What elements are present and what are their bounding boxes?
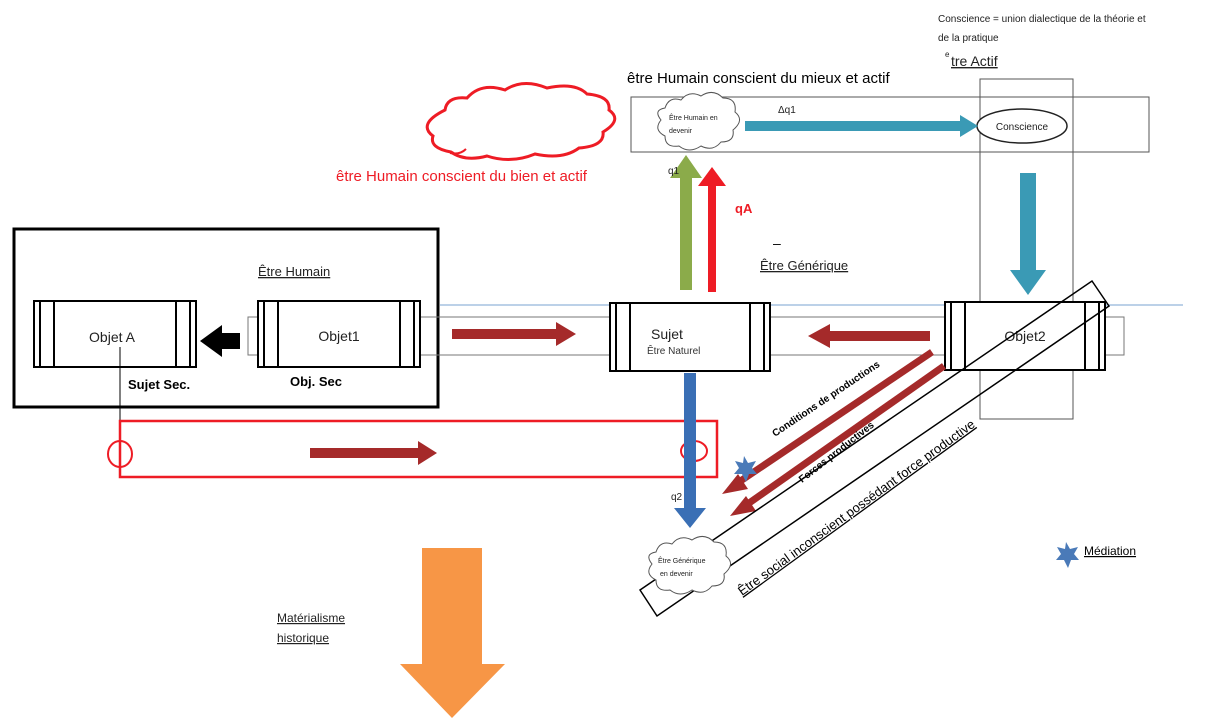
red-cloud-tail [449, 148, 467, 155]
humain-conscient-mieux-label: être Humain conscient du mieux et actif [627, 70, 890, 87]
conscience-definition-line2: de la pratique [938, 33, 999, 44]
red-circle-left [107, 440, 133, 468]
objet1-box [257, 300, 421, 368]
red-cloud [425, 82, 617, 161]
black-arrow-left [200, 325, 240, 357]
humain-conscient-bien-label: être Humain conscient du bien et actif [336, 168, 588, 185]
humain-devenir-line1: Être Humain en [669, 113, 718, 122]
etre-humain-label: Être Humain [258, 264, 330, 279]
objet2-box [944, 301, 1106, 371]
dash-label: – [773, 235, 781, 251]
top-band [630, 96, 1150, 153]
brown-arrow-conditions [722, 349, 934, 494]
brown-arrow-from-objet2 [808, 324, 930, 348]
sujet-box [609, 302, 771, 372]
sujet-sec-label: Sujet Sec. [128, 377, 190, 392]
etre-naturel-label: Être Naturel [647, 344, 700, 357]
sujet-label: Sujet [651, 326, 683, 342]
dq1-label: Δq1 [778, 105, 796, 116]
mediation-star-icon [734, 456, 757, 482]
qa-label: qA [735, 201, 753, 216]
forces-label: Forces productives [797, 420, 877, 486]
brown-arrow-to-sujet [452, 322, 576, 346]
teal-arrow-down [1010, 173, 1046, 295]
generique-devenir-cloud [648, 536, 731, 595]
blue-arrow-q2 [674, 373, 706, 528]
mediation-legend-star-icon [1056, 542, 1079, 568]
brown-arrow-forces [730, 363, 947, 516]
generique-devenir-line1: Être Générique [658, 556, 706, 565]
etre-actif-superscript: e [945, 50, 950, 59]
etre-generique-label: Être Générique [760, 258, 848, 273]
etre-actif-column [979, 78, 1074, 420]
materialisme-line2: historique [277, 631, 329, 645]
brown-arrow-band [310, 441, 437, 465]
objet1-label: Objet1 [318, 328, 359, 344]
green-arrow-q1 [670, 155, 702, 290]
etre-humain-box [12, 227, 440, 409]
red-arrow-qa [698, 167, 726, 292]
teal-arrow-horizontal [745, 115, 978, 137]
red-band [118, 419, 719, 479]
objet-a-box [33, 300, 197, 368]
conscience-definition-line1: Conscience = union dialectique de la thé… [938, 14, 1146, 25]
etre-social-band [638, 279, 1111, 618]
orange-arrow-down [400, 548, 505, 718]
conscience-label: Conscience [996, 122, 1049, 133]
q2-label: q2 [671, 492, 683, 503]
obj-sec-label: Obj. Sec [290, 374, 342, 389]
q1-label: q1 [668, 166, 680, 177]
objet-a-label: Objet A [89, 329, 136, 345]
materialisme-line1: Matérialisme [277, 611, 345, 625]
generique-devenir-line2: en devenir [660, 571, 693, 578]
objet2-label: Objet2 [1004, 328, 1045, 344]
mediation-label: Médiation [1084, 544, 1136, 558]
etre-actif-label: tre Actif [951, 53, 998, 69]
humain-devenir-line2: devenir [669, 128, 693, 135]
humain-devenir-cloud [657, 92, 740, 151]
